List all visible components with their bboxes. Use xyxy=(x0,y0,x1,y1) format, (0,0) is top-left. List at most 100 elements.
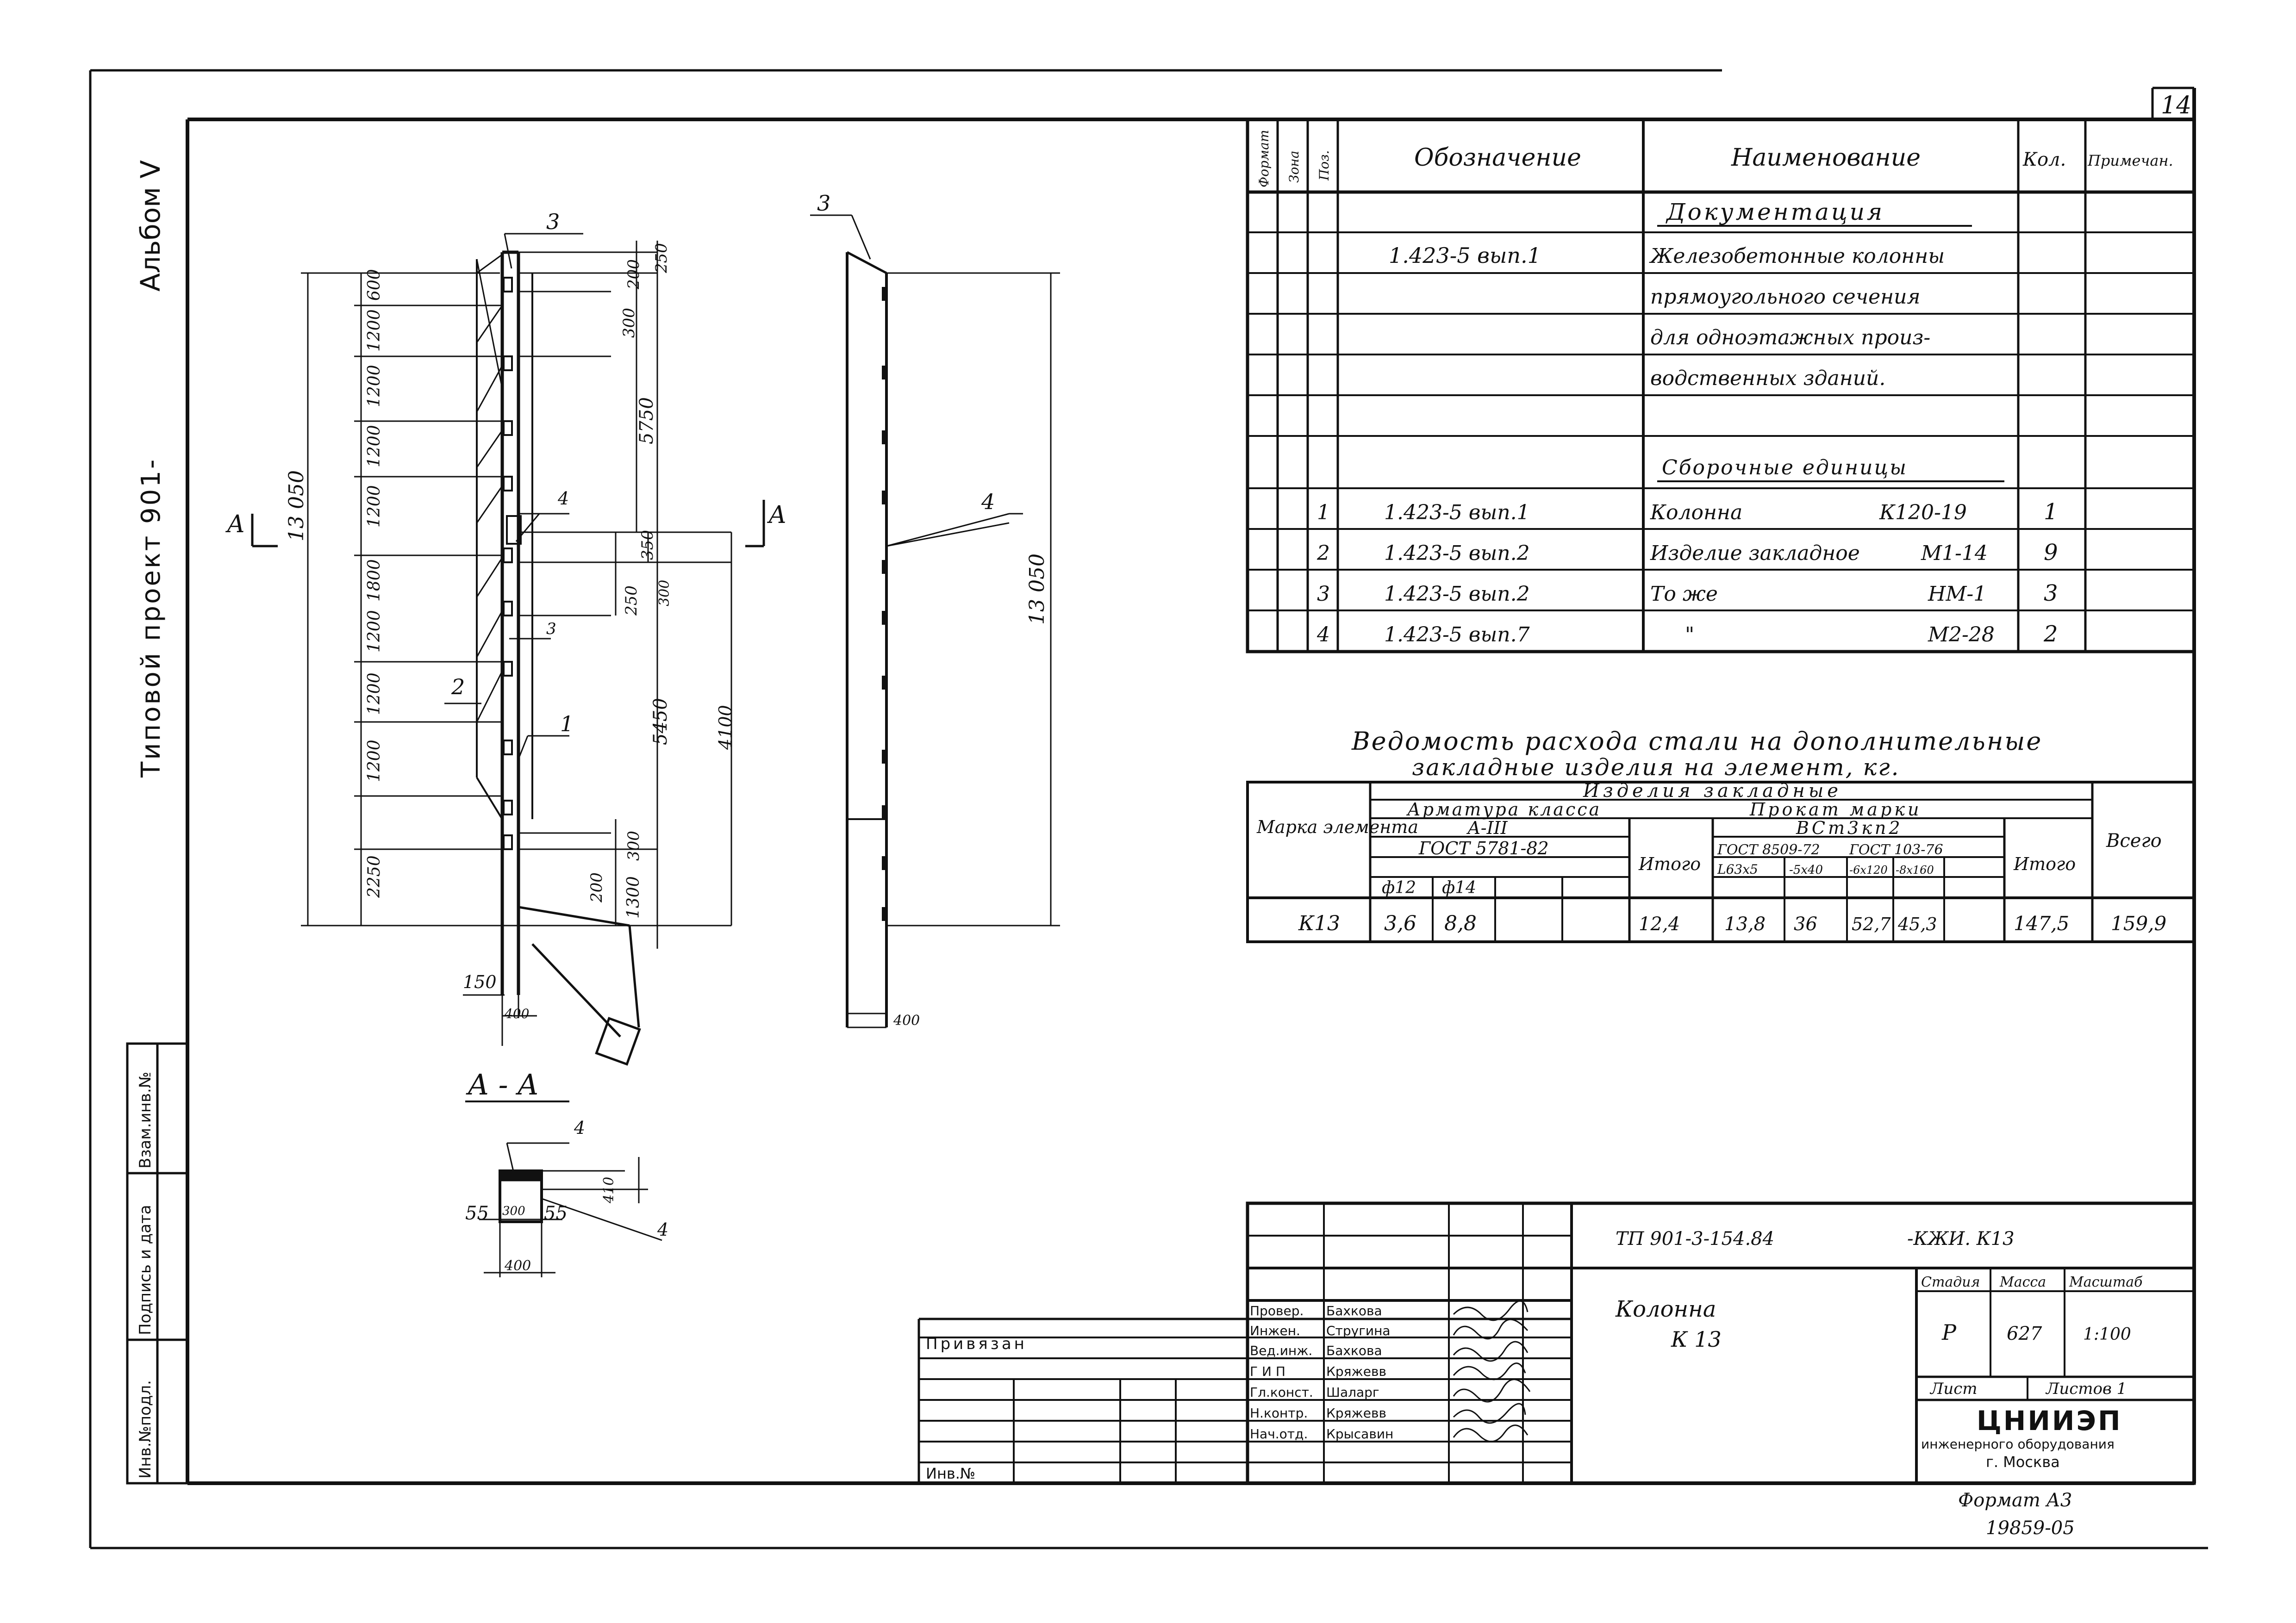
role-label: Н.контр. xyxy=(1250,1405,1308,1421)
side-callout-3: 3 xyxy=(817,191,830,216)
spec-row-qty: 2 xyxy=(2043,621,2058,647)
dim-right-1: 200 xyxy=(624,259,643,290)
project-label: Типовой проект 901- xyxy=(136,458,166,778)
spec-header-zone: Зона xyxy=(1286,151,1302,183)
steel-h-total: Всего xyxy=(2106,830,2162,852)
title-role-row: Н.контр. Кряжевв xyxy=(1250,1405,1386,1421)
left-dimension-chain xyxy=(301,272,731,927)
dim-right-9: 200 xyxy=(587,872,606,903)
spec-row-designation: 1.423-5 вып.7 xyxy=(1384,623,1530,647)
steel-h-mark: Марка элемента xyxy=(1256,817,1418,837)
signature-scribbles xyxy=(1453,1300,1531,1443)
stamp-signature-date: Подпись и дата xyxy=(136,1205,155,1335)
dim-right-10: 300 xyxy=(624,831,643,861)
role-label: Инжен. xyxy=(1250,1323,1300,1338)
steel-row-plate-160: 45,3 xyxy=(1897,914,1937,934)
title-privyazan: Привязан xyxy=(926,1335,1027,1353)
dim-left-9: 600 xyxy=(365,269,384,301)
spec-row-mark: М1-14 xyxy=(1921,541,1988,565)
steel-row-plate-40: 36 xyxy=(1794,914,1817,935)
title-mass-header: Масса xyxy=(1999,1274,2046,1290)
section-callout-4b: 4 xyxy=(657,1219,668,1240)
dim-right-8: 4100 xyxy=(715,705,736,750)
title-block-grid xyxy=(917,1201,2196,1485)
title-role-row: Провер. Бахкова xyxy=(1250,1303,1382,1318)
spec-doc-designation: 1.423-5 вып.1 xyxy=(1389,243,1541,268)
title-scale: 1:100 xyxy=(2083,1325,2131,1344)
dim-bottom-400: 400 xyxy=(504,1006,529,1021)
spec-section-documentation: Документация xyxy=(1666,199,1884,225)
steel-h-rolled: Прокат марки xyxy=(1749,799,1922,820)
dim-left-3: 1200 xyxy=(365,610,384,653)
role-label: Провер. xyxy=(1250,1303,1304,1318)
steel-h-vst: ВСт3кп2 xyxy=(1796,818,1903,838)
spec-row-pos: 2 xyxy=(1316,541,1330,565)
steel-table-title-2: закладные изделия на элемент, кг. xyxy=(1412,754,1900,781)
dim-left-4: 1800 xyxy=(365,559,384,602)
spec-table-grid xyxy=(1246,118,2196,653)
spec-row: 3 1.423-5 вып.2 То же НМ-1 3 xyxy=(1317,580,2058,606)
steel-table-title-1: Ведомость расхода стали на дополнительны… xyxy=(1351,727,2042,756)
section-cut-marks xyxy=(251,500,765,547)
title-role-row: Гл.конст. Шаларг xyxy=(1250,1385,1379,1400)
role-name: Кряжевв xyxy=(1326,1364,1386,1379)
title-inv: Инв.№ xyxy=(926,1465,975,1482)
sheet-format: Формат А3 xyxy=(1958,1490,2072,1511)
dim-left-7: 1200 xyxy=(365,365,384,407)
steel-row-plate-120: 52,7 xyxy=(1852,914,1891,934)
title-mass: 627 xyxy=(2007,1323,2042,1344)
spec-row-qty: 3 xyxy=(2044,580,2058,606)
spec-row-designation: 1.423-5 вып.2 xyxy=(1384,541,1530,565)
spec-header-qty: Кол. xyxy=(2022,149,2066,170)
spec-doc-name-4: водственных зданий. xyxy=(1650,367,1885,390)
spec-doc-name-2: прямоугольного сечения xyxy=(1650,285,1921,309)
steel-col-phi14: ф14 xyxy=(1442,878,1476,897)
steel-row-phi14: 8,8 xyxy=(1444,912,1477,935)
spec-row: 1 1.423-5 вып.1 Колонна К120-19 1 xyxy=(1317,499,2058,525)
steel-row-total: 159,9 xyxy=(2111,912,2166,935)
column-side-view xyxy=(810,214,1060,1028)
column-elevation xyxy=(476,250,641,1066)
dim-right-4: 350 xyxy=(638,530,657,560)
spec-doc-name-1: Железобетонные колонны xyxy=(1649,244,1945,268)
steel-col-plate-40: -5х40 xyxy=(1789,863,1823,877)
album-label: Альбом V xyxy=(135,160,166,292)
bottom-dimensions xyxy=(463,994,537,1017)
steel-h-itogo-2: Итого xyxy=(2013,854,2076,874)
dim-left-0: 2250 xyxy=(365,855,384,898)
role-name: Бахкова xyxy=(1326,1303,1382,1318)
side-stamp xyxy=(126,1042,189,1485)
spec-row-name: " xyxy=(1685,623,1694,647)
spec-section-parts: Сборочные единицы xyxy=(1662,456,1908,479)
section-dim-55-right: 55 xyxy=(544,1203,568,1224)
stamp-replace-inv: Взам.инв.№ xyxy=(136,1072,155,1169)
section-title: А - А xyxy=(466,1068,539,1101)
callout-leaders xyxy=(444,233,583,759)
callout-3: 3 xyxy=(546,209,560,234)
title-stage-header: Стадия xyxy=(1921,1274,1980,1290)
role-name: Крысавин xyxy=(1326,1426,1393,1442)
spec-row: 2 1.423-5 вып.2 Изделие закладное М1-14 … xyxy=(1316,540,2058,566)
archive-number: 19859-05 xyxy=(1986,1517,2075,1539)
role-name: Шаларг xyxy=(1326,1385,1379,1400)
steel-col-angle: L63x5 xyxy=(1717,862,1758,877)
spec-header-designation: Обозначение xyxy=(1414,144,1581,172)
callout-2: 2 xyxy=(451,674,465,699)
steel-h-a3: А-III xyxy=(1466,818,1508,838)
spec-row-name: Колонна xyxy=(1650,501,1742,524)
side-view-inserts xyxy=(882,287,886,921)
dim-right-5: 300 xyxy=(656,580,673,606)
callout-4: 4 xyxy=(557,488,569,509)
steel-h-rebar: Арматура класса xyxy=(1406,799,1601,820)
role-label: Вед.инж. xyxy=(1250,1343,1312,1358)
callout-1: 1 xyxy=(560,711,574,736)
dim-total-height: 13 050 xyxy=(285,470,308,541)
steel-col-plate-160: -8х160 xyxy=(1896,864,1934,877)
dim-left-5: 1200 xyxy=(365,485,384,528)
steel-row-mark: К13 xyxy=(1298,912,1340,935)
sheet-number: 14 xyxy=(2161,92,2191,119)
steel-table-grid xyxy=(1246,781,2196,943)
section-callout-4a: 4 xyxy=(574,1118,585,1138)
role-label: Г И П xyxy=(1250,1364,1285,1379)
spec-row-designation: 1.423-5 вып.2 xyxy=(1384,582,1530,606)
